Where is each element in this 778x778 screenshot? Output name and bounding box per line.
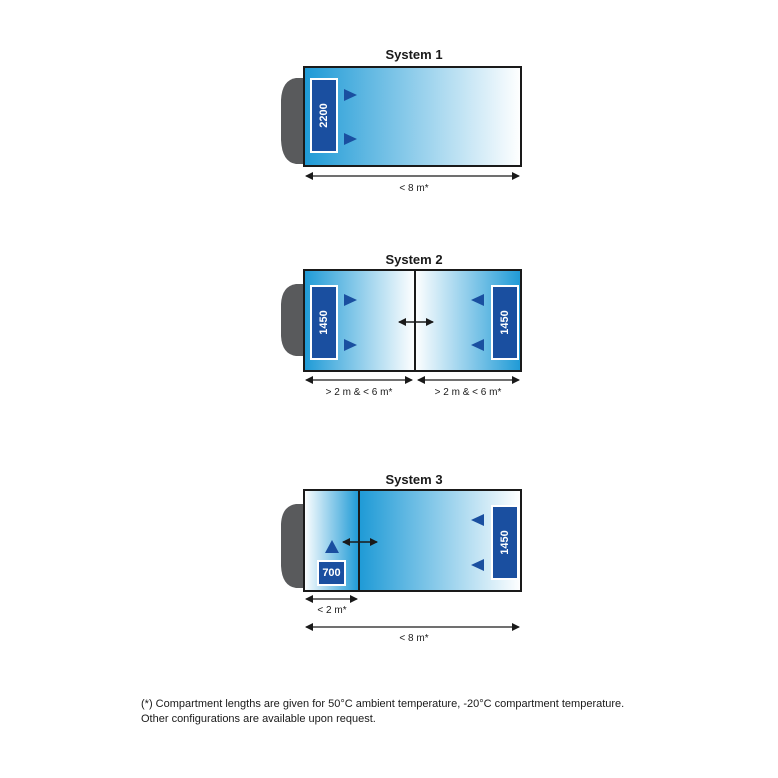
footnote-line: Other configurations are available upon … (141, 713, 376, 725)
air-flow-arrow-icon (344, 339, 357, 351)
front-refrigeration-unit: 1450 (310, 285, 338, 360)
air-flow-arrow-icon (344, 294, 357, 306)
air-flow-arrow-icon (471, 559, 484, 571)
rear-refrigeration-unit: 1450 (491, 285, 519, 360)
dimension-label: < 2 m* (317, 605, 346, 616)
system-1-title: System 1 (385, 47, 442, 62)
unit-capacity-label: 1450 (499, 310, 511, 334)
system-2: System 2 1450 1450 > 2 m & < 6 m* > 2 m … (281, 252, 522, 398)
unit-capacity-label: 1450 (499, 530, 511, 554)
front-refrigeration-unit: 700 (317, 560, 346, 586)
air-flow-arrow-icon (325, 540, 339, 553)
refrigeration-unit: 2200 (310, 78, 338, 153)
dimension-label: < 8 m* (399, 633, 428, 644)
air-flow-arrow-icon (471, 294, 484, 306)
compartment (303, 66, 522, 167)
unit-capacity-label: 2200 (318, 103, 330, 127)
rear-refrigeration-unit: 1450 (491, 505, 519, 580)
dimension-label: < 8 m* (399, 183, 428, 194)
system-1: System 1 2200 < 8 m* (281, 47, 522, 194)
cab-icon (281, 284, 305, 356)
footnote: (*) Compartment lengths are given for 50… (141, 697, 701, 727)
dimension-label: > 2 m & < 6 m* (326, 387, 393, 398)
air-flow-arrow-icon (344, 89, 357, 101)
system-2-title: System 2 (385, 252, 442, 267)
dimension-label: > 2 m & < 6 m* (435, 387, 502, 398)
system-3: System 3 700 1450 < 2 m* < 8 m* (281, 472, 522, 644)
system-3-title: System 3 (385, 472, 442, 487)
unit-capacity-label: 700 (322, 567, 340, 579)
air-flow-arrow-icon (471, 339, 484, 351)
footnote-line: (*) Compartment lengths are given for 50… (141, 698, 625, 710)
air-flow-arrow-icon (471, 514, 484, 526)
unit-capacity-label: 1450 (318, 310, 330, 334)
cab-icon (281, 504, 305, 588)
cab-icon (281, 78, 305, 164)
air-flow-arrow-icon (344, 133, 357, 145)
